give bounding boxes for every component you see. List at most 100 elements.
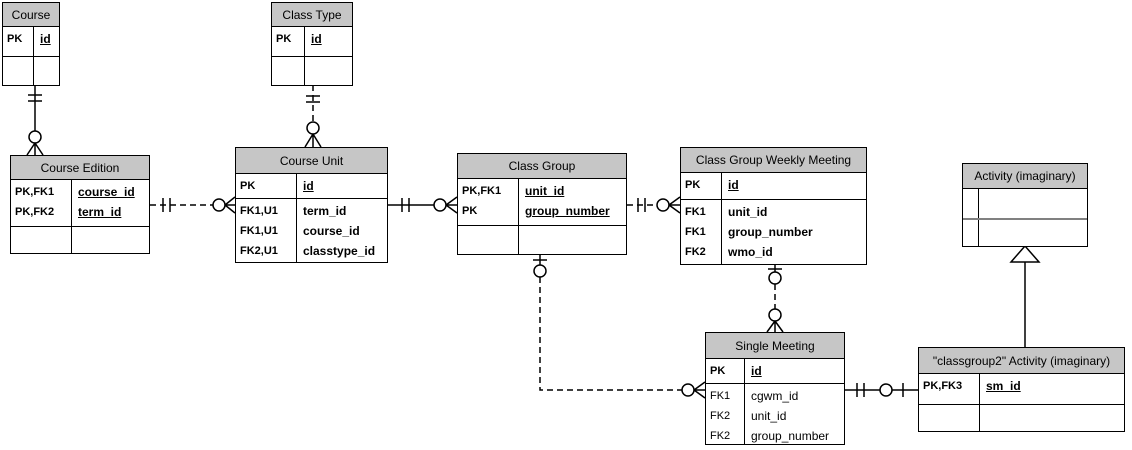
attribute-row: PK,FK1 course_id <box>11 182 149 202</box>
key-column-divider <box>744 384 745 444</box>
key-designation: PK <box>7 33 23 45</box>
relationship-class-type-course-unit <box>304 85 322 148</box>
key-designation: PK <box>240 180 256 192</box>
key-designation: PK,FK1 <box>462 185 502 197</box>
key-designation: PK <box>685 179 701 191</box>
key-column-divider <box>744 359 745 383</box>
key-column-divider <box>296 199 297 262</box>
key-designation: PK,FK1 <box>15 186 55 198</box>
key-column-divider <box>71 180 72 226</box>
relationship-inheritance-activity <box>1009 244 1041 347</box>
attribute-name: unit_id <box>728 205 768 219</box>
relationship-single-meeting-classgroup2-activity <box>845 383 918 397</box>
entity-title: Class Group <box>458 154 626 179</box>
key-column-divider <box>296 174 297 198</box>
attribute-row: PK id <box>236 176 387 196</box>
key-designation: PK <box>710 365 726 377</box>
relationship-class-group-single-meeting <box>533 253 706 399</box>
key-designation: FK2 <box>710 410 731 422</box>
entity-compartment <box>11 226 149 253</box>
key-designation: FK1,U1 <box>240 205 278 217</box>
attribute-row: PK group_number <box>458 201 626 221</box>
relationship-course-edition-course-unit <box>150 196 236 214</box>
attribute-row: FK1 cgwm_id <box>706 386 844 406</box>
attribute-name: group_number <box>728 225 813 239</box>
key-column-divider <box>518 179 519 225</box>
relationship-course-course-edition <box>26 85 44 156</box>
key-designation: PK,FK2 <box>15 206 55 218</box>
attribute-row: FK1 group_number <box>681 222 866 242</box>
attribute-name: group_number <box>525 204 610 218</box>
entity-compartment <box>3 56 59 85</box>
entity-title: Class Group Weekly Meeting <box>681 148 866 173</box>
key-designation: FK2 <box>710 430 731 442</box>
entity-title: Course <box>3 3 59 27</box>
key-designation: FK1 <box>685 226 706 238</box>
key-column-divider <box>979 374 980 404</box>
entity-compartment <box>963 189 1087 218</box>
key-column-divider <box>518 226 519 254</box>
relationship-course-unit-class-group <box>388 196 458 214</box>
attribute-name: id <box>303 179 314 193</box>
key-column-divider <box>71 227 72 253</box>
attribute-name: term_id <box>303 204 347 218</box>
entity-compartment: PK id <box>236 174 387 198</box>
key-designation: FK1 <box>710 390 731 402</box>
key-column-divider <box>33 57 34 85</box>
entity-compartment <box>919 404 1124 431</box>
attribute-row: FK1,U1 term_id <box>236 201 387 221</box>
attribute-name: unit_id <box>751 409 787 423</box>
key-designation: PK,FK3 <box>923 380 963 392</box>
entity-title: Activity (imaginary) <box>963 164 1087 189</box>
attribute-row: PK,FK3 sm_id <box>919 376 1124 396</box>
attribute-row: PK,FK1 unit_id <box>458 181 626 201</box>
entity-compartment: PK id <box>681 173 866 199</box>
entity-title: Course Unit <box>236 148 387 174</box>
entity-activity-imaginary[interactable]: Activity (imaginary) <box>962 163 1088 247</box>
key-designation: PK <box>276 33 292 45</box>
entity-title: Single Meeting <box>706 333 844 359</box>
key-designation: FK1 <box>685 206 706 218</box>
attribute-name: unit_id <box>525 184 565 198</box>
attribute-name: term_id <box>78 205 122 219</box>
attribute-name: cgwm_id <box>751 389 799 403</box>
entity-compartment <box>963 218 1087 246</box>
key-designation: FK1,U1 <box>240 225 278 237</box>
attribute-row: PK,FK2 term_id <box>11 202 149 222</box>
entity-compartment: PK,FK3 sm_id <box>919 374 1124 404</box>
key-column-divider <box>304 27 305 56</box>
attribute-row: FK2 unit_id <box>706 406 844 426</box>
entity-compartment <box>458 225 626 254</box>
key-column-divider <box>979 405 980 431</box>
attribute-name: id <box>728 178 739 192</box>
attribute-name: sm_id <box>986 379 1021 393</box>
entity-classgroup2-activity[interactable]: "classgroup2" Activity (imaginary)PK,FK3… <box>918 347 1125 432</box>
entity-compartment <box>272 56 352 85</box>
key-column-divider <box>978 220 979 246</box>
attribute-name: course_id <box>78 185 135 199</box>
relationship-class-group-cgwm <box>627 196 681 214</box>
entity-title: Class Type <box>272 3 352 27</box>
key-designation: PK <box>462 205 478 217</box>
key-designation: FK2,U1 <box>240 245 278 257</box>
